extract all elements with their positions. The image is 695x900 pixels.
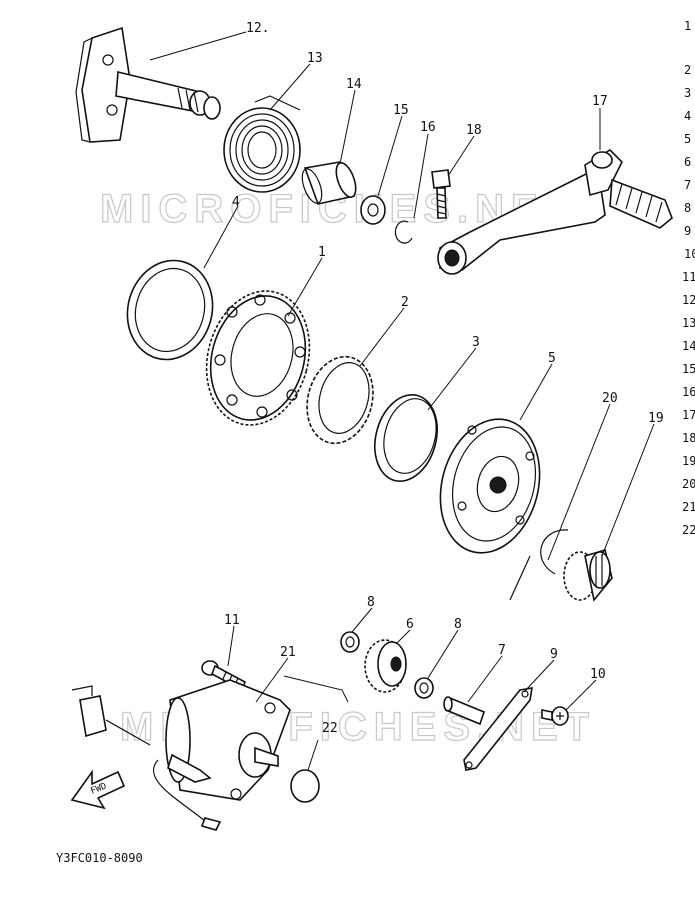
callout-labels: 12. 13 14 15 16 18 17 4 1 2 3 5 20 19 8 … (224, 21, 664, 736)
part-ring-gear (205, 290, 311, 426)
leader-lines (149, 31, 655, 771)
callout-8a: 8 (367, 595, 375, 610)
svg-text:2: 2 (684, 63, 691, 77)
svg-text:16: 16 (682, 385, 695, 399)
svg-text:14: 14 (682, 339, 695, 353)
callout-15: 15 (393, 103, 409, 118)
callout-19: 19 (648, 411, 664, 426)
part-washer-8a (340, 631, 360, 653)
svg-text:15: 15 (682, 362, 695, 376)
callout-7: 7 (498, 643, 506, 658)
part-spring-clip (509, 529, 569, 601)
svg-text:13: 13 (682, 316, 695, 330)
part-ring-3 (374, 393, 438, 483)
part-circlip-16 (394, 220, 413, 244)
svg-text:10: 10 (684, 247, 695, 261)
svg-text:3: 3 (684, 86, 691, 100)
part-o-ring (290, 769, 320, 803)
callout-22: 22 (322, 721, 338, 736)
svg-text:7: 7 (684, 178, 691, 192)
part-idler-gear (364, 639, 407, 693)
callout-6: 6 (406, 617, 414, 632)
svg-text:12: 12 (682, 293, 695, 307)
svg-text:8: 8 (684, 201, 691, 215)
part-clutch-housing (439, 418, 541, 554)
callout-1: 1 (318, 245, 326, 260)
svg-text:9: 9 (684, 224, 691, 238)
svg-text:20: 20 (682, 477, 695, 491)
fwd-arrow-icon: FWD (70, 769, 126, 810)
svg-text:11: 11 (682, 270, 695, 284)
part-one-way-clutch (306, 355, 374, 445)
callout-11: 11 (224, 613, 240, 628)
callout-5: 5 (548, 351, 556, 366)
svg-text:19: 19 (682, 454, 695, 468)
svg-text:18: 18 (682, 431, 695, 445)
part-washer-15 (360, 195, 386, 225)
callout-17: 17 (592, 94, 608, 109)
callout-3: 3 (472, 335, 480, 350)
callout-14: 14 (346, 77, 362, 92)
svg-text:17: 17 (682, 408, 695, 422)
part-torsion-spring (223, 95, 301, 193)
part-kick-crank (437, 148, 673, 275)
part-pinion-gear (563, 548, 613, 602)
part-gasket (126, 259, 214, 361)
callout-10: 10 (590, 667, 606, 682)
callout-16: 16 (420, 120, 436, 135)
callout-2: 2 (401, 295, 409, 310)
svg-text:4: 4 (684, 109, 691, 123)
part-starter-motor (152, 679, 291, 831)
callout-12: 12. (246, 21, 269, 36)
svg-text:22: 22 (682, 523, 695, 537)
callout-4: 4 (232, 195, 240, 210)
callout-20: 20 (602, 391, 618, 406)
svg-text:1: 1 (684, 19, 691, 33)
part-kick-shaft (75, 26, 221, 143)
svg-text:5: 5 (684, 132, 691, 146)
part-idler-shaft (443, 696, 485, 726)
svg-text:21: 21 (682, 500, 695, 514)
svg-text:6: 6 (684, 155, 691, 169)
part-screw-10 (541, 706, 569, 726)
reference-list: 1 2 3 4 5 6 7 8 9 10 11 12 13 14 15 16 1… (682, 19, 695, 537)
callout-13: 13 (307, 51, 323, 66)
drawing-code: Y3FC010-8090 (56, 851, 143, 865)
callout-21: 21 (280, 645, 296, 660)
part-plate (463, 687, 533, 771)
callout-9: 9 (550, 647, 558, 662)
wire-connector (71, 685, 151, 746)
part-bolt-18 (431, 169, 451, 219)
part-washer-8b (414, 677, 434, 699)
callout-8b: 8 (454, 617, 462, 632)
callout-18: 18 (466, 123, 482, 138)
